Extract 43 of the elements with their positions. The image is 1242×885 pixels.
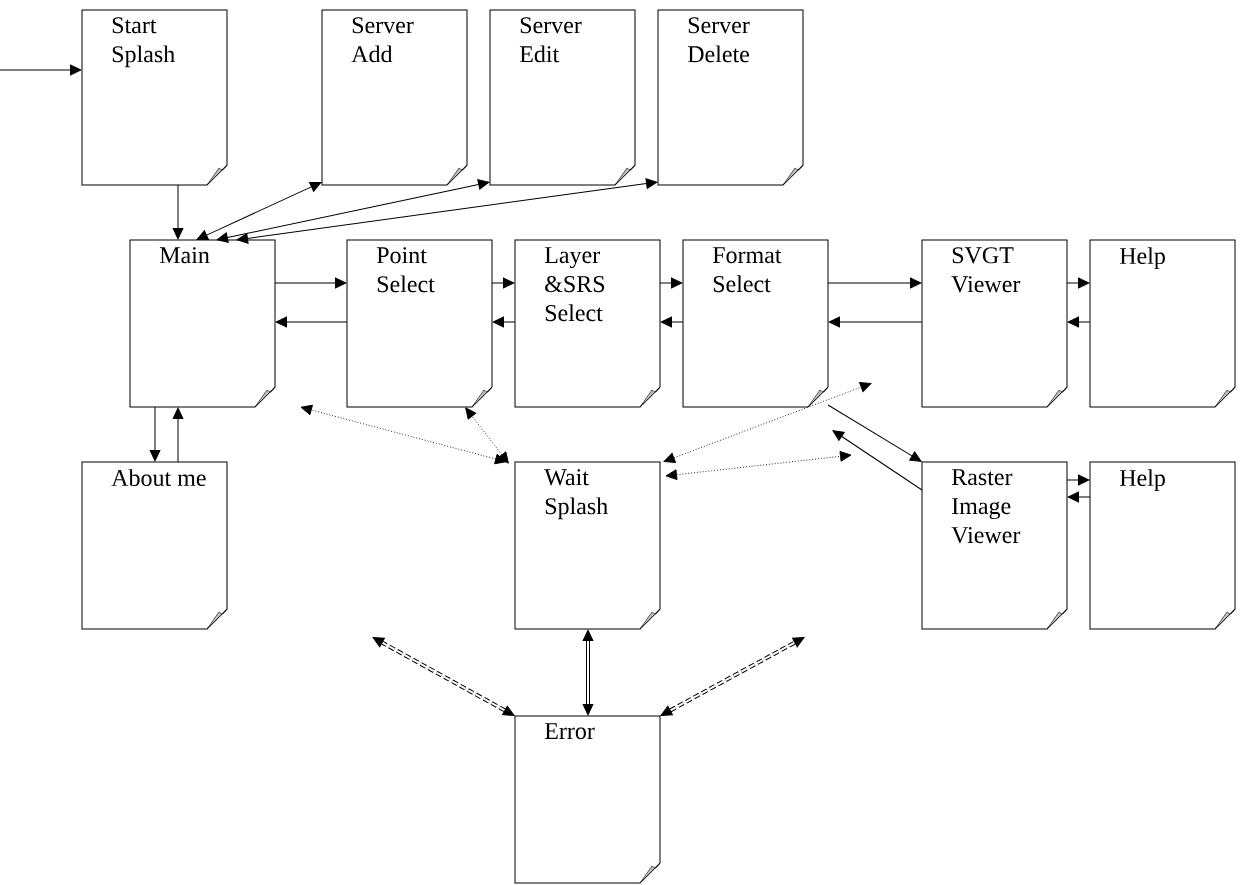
arrow — [275, 316, 348, 328]
document-box: Help — [1089, 239, 1236, 408]
document-box: Point Select — [346, 239, 493, 408]
document-box: Wait Splash — [514, 461, 661, 630]
arrow — [172, 184, 184, 240]
arrow — [827, 404, 922, 462]
arrow — [1067, 491, 1091, 503]
arrow — [274, 277, 347, 289]
arrow — [582, 629, 594, 716]
document-box: About me — [81, 461, 228, 630]
arrow — [660, 316, 684, 328]
arrow — [832, 430, 923, 491]
arrow — [660, 637, 805, 716]
arrow — [1067, 316, 1091, 328]
arrow — [665, 450, 852, 481]
document-box: Server Edit — [489, 9, 636, 186]
arrow — [236, 178, 658, 244]
arrow — [465, 407, 509, 464]
document-box: Server Add — [321, 9, 468, 186]
document-box: Error — [514, 715, 661, 884]
arrow — [1066, 474, 1090, 486]
arrow — [149, 406, 161, 462]
arrow — [663, 382, 872, 463]
arrow — [372, 637, 515, 716]
document-box: Main — [129, 239, 276, 408]
document-box: Raster Image Viewer — [921, 461, 1068, 630]
arrow — [300, 404, 507, 465]
arrow — [828, 316, 923, 328]
arrow — [492, 316, 516, 328]
arrow — [172, 407, 184, 463]
arrow — [491, 277, 515, 289]
document-box: Server Delete — [657, 9, 804, 186]
document-box: SVGT Viewer — [921, 239, 1068, 408]
arrow — [0, 64, 82, 76]
document-box: Start Splash — [81, 9, 228, 186]
document-box: Layer &SRS Select — [514, 239, 661, 408]
arrow — [196, 181, 322, 241]
arrow — [1066, 277, 1090, 289]
document-box: Help — [1089, 461, 1236, 630]
arrow — [827, 277, 922, 289]
document-box: Format Select — [682, 239, 829, 408]
arrow — [659, 277, 683, 289]
arrow — [216, 179, 490, 243]
